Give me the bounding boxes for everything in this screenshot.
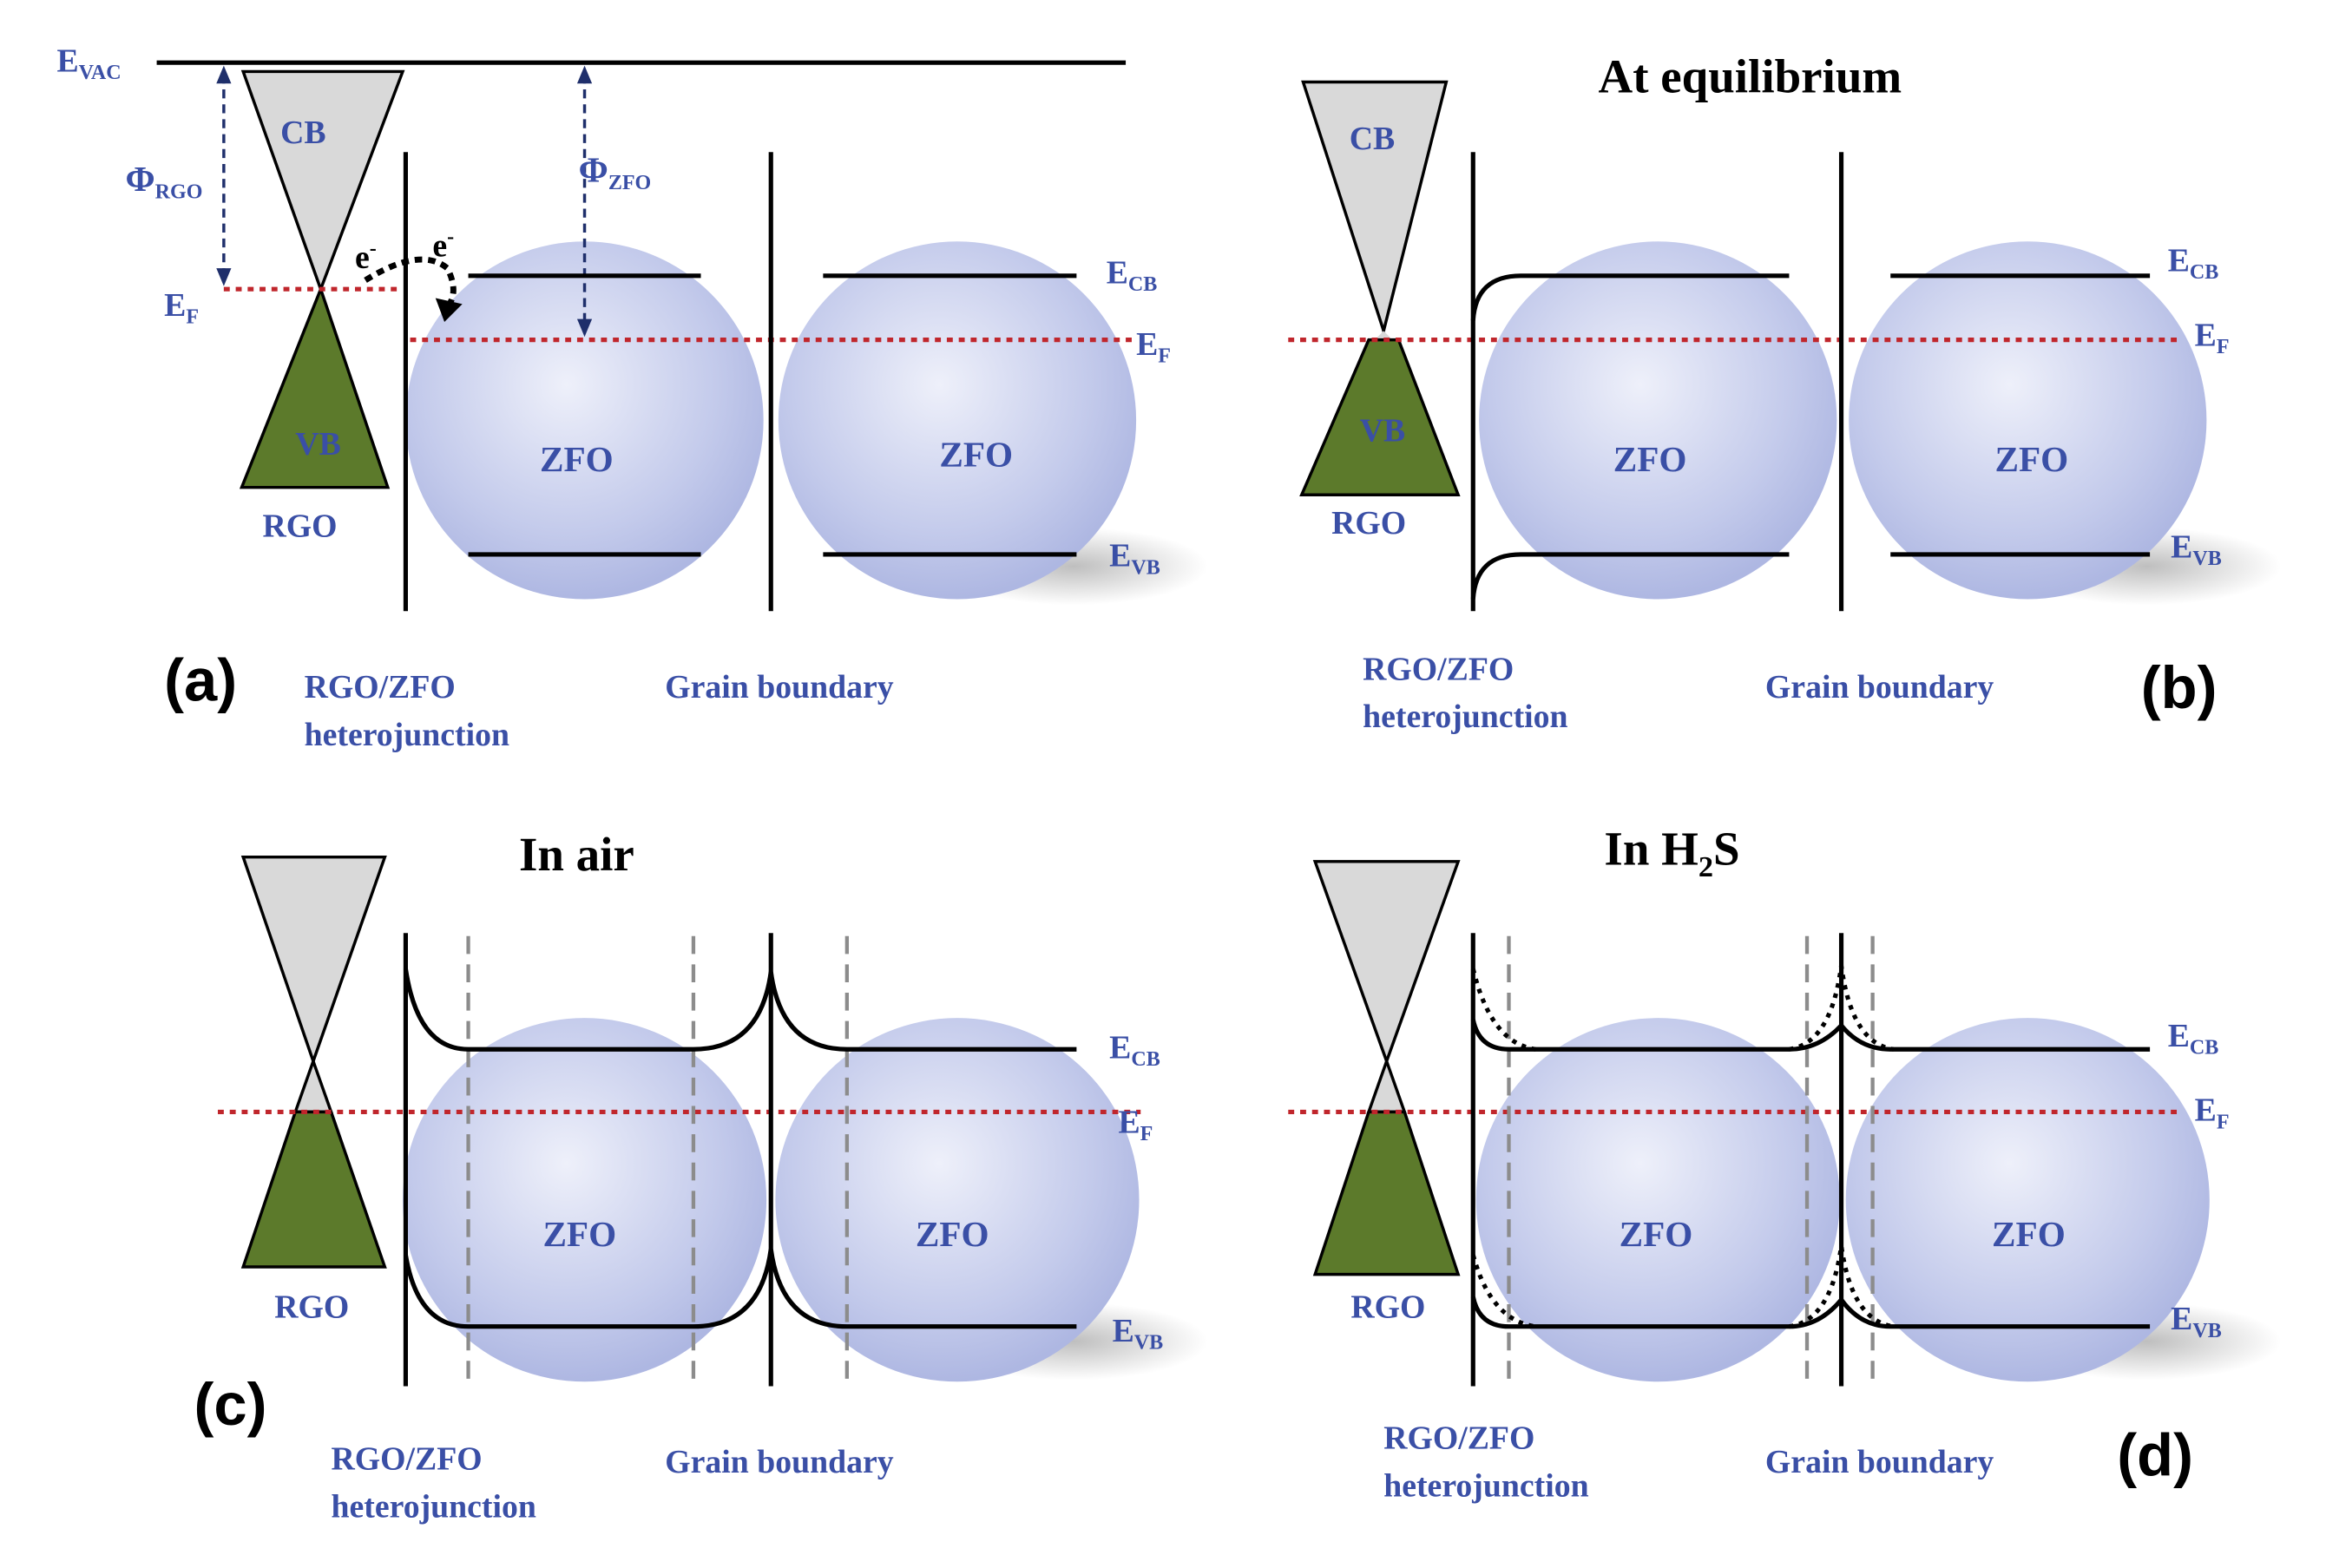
zfo-grain-2: [1845, 1018, 2210, 1382]
cb-label: CB: [280, 115, 325, 151]
ef-label: EF: [1118, 1104, 1153, 1145]
rgo-valence-cone-upper: [1366, 1056, 1407, 1114]
grain-boundary-label: Grain boundary: [665, 1444, 893, 1480]
phi-rgo-arrowhead-bottom: [216, 268, 232, 286]
heterojunction-label-line2: heterojunction: [1383, 1468, 1588, 1505]
rgo-valence-cone-upper: [292, 1056, 333, 1114]
panel-c-title: In air: [519, 828, 634, 881]
rgo-label: RGO: [263, 508, 338, 544]
phi-rgo-arrowhead-top: [216, 65, 232, 84]
ef-label: EF: [2195, 1092, 2230, 1134]
grain-boundary-label: Grain boundary: [665, 669, 893, 705]
electron-transfer-arrow: [364, 256, 457, 309]
evac-label: EVAC: [56, 43, 121, 84]
rgo-conduction-cone: [1301, 80, 1449, 337]
zfo-label-2: ZFO: [1992, 1214, 2066, 1254]
rgo-valence-cone: [1312, 1110, 1461, 1276]
ef-label: EF: [2195, 318, 2230, 359]
conduction-band: [1470, 1019, 2151, 1052]
zfo-label-2: ZFO: [939, 435, 1013, 475]
phi-zfo-label: ΦZFO: [579, 150, 652, 195]
zfo-label-1: ZFO: [1613, 439, 1687, 479]
zfo-label-2: ZFO: [1994, 439, 2068, 479]
electron-label-2: e-: [432, 226, 454, 264]
ecb-label: ECB: [1109, 1030, 1160, 1072]
phi-zfo-arrowhead-top: [576, 65, 593, 84]
panel-d-letter: (d): [2117, 1422, 2193, 1489]
panel-a: EVAC CB VB RGO ΦRGO ΦZFO EF e- e- ZF: [56, 43, 1208, 753]
heterojunction-label-line1: RGO/ZFO: [332, 1441, 483, 1478]
valence-band: [403, 1249, 1077, 1329]
heterojunction-label-line1: RGO/ZFO: [305, 669, 456, 705]
panel-b: At equilibrium CB VB RGO ZFO ZFO ECB EF …: [1288, 49, 2282, 735]
zfo-grain-2: [778, 241, 1137, 600]
evb-label: EVB: [2171, 528, 2222, 570]
heterojunction-label-line2: heterojunction: [332, 1489, 536, 1525]
ecb-label: ECB: [1107, 254, 1158, 296]
evb-label: EVB: [1113, 1313, 1164, 1355]
zfo-grain-2: [775, 1018, 1140, 1382]
conduction-band: [403, 968, 1077, 1052]
panel-c-letter: (c): [194, 1371, 267, 1438]
ef-left-label: EF: [164, 287, 199, 329]
panel-a-letter: (a): [164, 646, 237, 713]
ecb-label: ECB: [2168, 243, 2219, 285]
phi-zfo-arrowhead-bottom: [576, 318, 593, 338]
valence-band-air-dotted: [1470, 1245, 1895, 1329]
vb-label: VB: [1360, 412, 1405, 449]
heterojunction-label-line1: RGO/ZFO: [1383, 1420, 1534, 1457]
valence-band-grain-1: [1470, 552, 1790, 600]
rgo-label: RGO: [1331, 505, 1406, 541]
panel-d: In H2S RGO ZFO ZFO ECB EF EVB RGO/ZFO he…: [1288, 822, 2282, 1505]
electron-arrowhead: [435, 298, 463, 323]
zfo-label-2: ZFO: [916, 1214, 989, 1254]
vb-label: VB: [295, 426, 340, 463]
heterojunction-label-line2: heterojunction: [1363, 699, 1567, 735]
valence-band: [1470, 1296, 2151, 1329]
rgo-valence-cone: [239, 285, 391, 489]
panel-c: In air RGO ZFO ZFO ECB EF EVB (c) RGO/ZF…: [194, 828, 1208, 1525]
heterojunction-label-line1: RGO/ZFO: [1363, 651, 1514, 687]
rgo-valence-cone: [240, 1110, 387, 1269]
phi-rgo-label: ΦRGO: [125, 159, 202, 204]
zfo-grain-1: [1475, 1018, 1840, 1382]
zfo-grain-1: [405, 241, 764, 600]
panel-b-letter: (b): [2141, 654, 2218, 721]
grain-boundary-label: Grain boundary: [1765, 669, 1994, 705]
evb-label: EVB: [2171, 1301, 2222, 1342]
ecb-label: ECB: [2168, 1018, 2219, 1060]
panel-b-title: At equilibrium: [1599, 49, 1902, 102]
zfo-grain-1: [402, 1018, 767, 1382]
rgo-label: RGO: [274, 1289, 349, 1325]
rgo-conduction-cone: [240, 69, 405, 294]
panel-d-title: In H2S: [1604, 822, 1739, 883]
zfo-grain-1: [1479, 241, 1837, 600]
rgo-conduction-cone: [240, 855, 387, 1066]
ef-label: EF: [1136, 326, 1171, 368]
conduction-band-grain-1: [1470, 273, 1790, 321]
electron-label-1: e-: [355, 238, 377, 276]
conduction-band-air-dotted: [1470, 965, 1895, 1052]
grain-boundary-label: Grain boundary: [1765, 1444, 1994, 1480]
cb-label: CB: [1350, 121, 1395, 157]
rgo-label: RGO: [1350, 1289, 1425, 1325]
zfo-label-1: ZFO: [1620, 1214, 1693, 1254]
evb-label: EVB: [1109, 538, 1160, 580]
heterojunction-label-line2: heterojunction: [305, 717, 509, 753]
rgo-conduction-cone: [1312, 860, 1461, 1066]
zfo-label-1: ZFO: [542, 1214, 616, 1254]
zfo-grain-2: [1849, 241, 2207, 600]
zfo-label-1: ZFO: [540, 439, 614, 479]
